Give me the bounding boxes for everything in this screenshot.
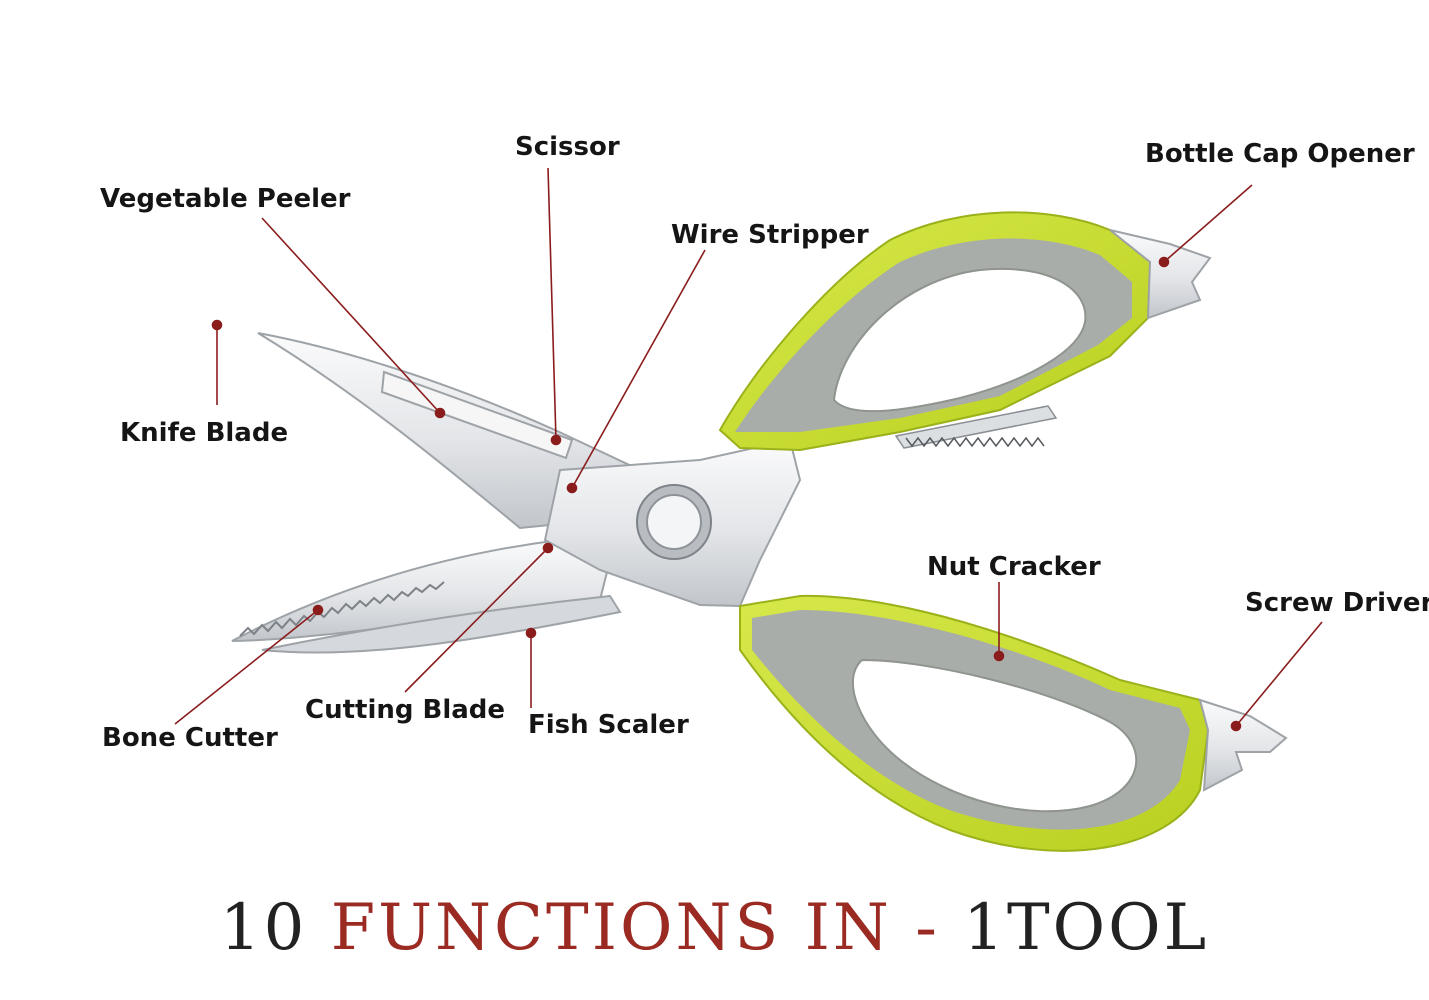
label-nut-cracker: Nut Cracker bbox=[927, 552, 1101, 582]
lower-handle-loop bbox=[852, 658, 1138, 813]
cutting-blade-dot bbox=[542, 542, 554, 554]
knife-blade-dot bbox=[211, 319, 223, 331]
wire-stripper-leader bbox=[571, 249, 706, 489]
label-knife-blade: Knife Blade bbox=[120, 418, 289, 448]
vegetable-peeler-dot bbox=[434, 407, 446, 419]
tagline: 10 FUNCTIONS IN - 1TOOL bbox=[0, 896, 1429, 960]
screw-driver-leader bbox=[1235, 621, 1323, 727]
bottle-cap-opener-leader bbox=[1163, 184, 1253, 263]
tagline-one: 1 bbox=[963, 891, 1007, 965]
serrated-edge bbox=[239, 581, 445, 637]
label-screw-driver: Screw Driver bbox=[1245, 588, 1429, 618]
upper-handle-loop bbox=[832, 267, 1087, 413]
label-wire-stripper: Wire Stripper bbox=[671, 220, 869, 250]
tagline-tool: TOOL bbox=[1006, 891, 1210, 965]
bone-cutter-dot bbox=[312, 604, 324, 616]
label-scissor: Scissor bbox=[515, 132, 620, 162]
vegetable-peeler-leader bbox=[261, 217, 441, 414]
pivot-screw-cap bbox=[646, 494, 702, 550]
tagline-dash: - bbox=[915, 891, 940, 965]
scissor-leader bbox=[547, 167, 557, 441]
nut-cracker-ridges-upper bbox=[905, 436, 1045, 448]
label-bottle-cap-opener: Bottle Cap Opener bbox=[1145, 139, 1415, 169]
label-bone-cutter: Bone Cutter bbox=[102, 723, 278, 753]
wire-stripper-dot bbox=[566, 482, 578, 494]
cutting-blade-leader bbox=[404, 547, 549, 693]
vegetable-peeler-slot bbox=[380, 370, 574, 460]
leader-lines bbox=[174, 167, 1323, 732]
tagline-count: 10 bbox=[219, 891, 308, 965]
label-fish-scaler: Fish Scaler bbox=[528, 710, 689, 740]
nut-cracker-teeth-upper bbox=[894, 405, 1058, 449]
label-cutting-blade: Cutting Blade bbox=[305, 695, 506, 725]
scissor-dot bbox=[550, 434, 562, 446]
cutting-blade bbox=[261, 594, 622, 654]
nut-cracker-dot bbox=[993, 650, 1005, 662]
tagline-functions: FUNCTIONS bbox=[330, 891, 782, 965]
bone-cutter-leader bbox=[174, 609, 319, 725]
screw-driver-tip bbox=[1198, 698, 1288, 792]
bottle-cap-opener-dot bbox=[1158, 256, 1170, 268]
bottle-cap-opener bbox=[1109, 229, 1212, 320]
fish-scaler-dot bbox=[525, 627, 537, 639]
screw-driver-dot bbox=[1230, 720, 1242, 732]
tagline-in: IN bbox=[804, 891, 892, 965]
label-vegetable-peeler: Vegetable Peeler bbox=[100, 184, 351, 214]
